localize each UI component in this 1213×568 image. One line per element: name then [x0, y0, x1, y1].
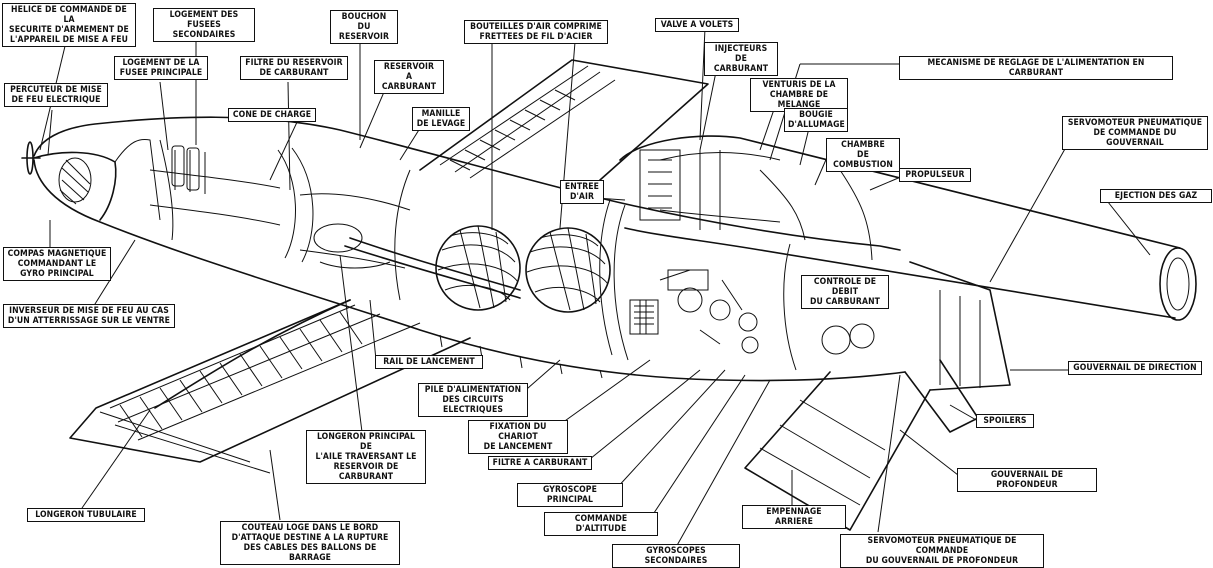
label-reservoir-carburant: RESERVOIR A CARBURANT: [374, 60, 444, 94]
label-fixation-chariot: FIXATION DU CHARIOT DE LANCEMENT: [468, 420, 568, 454]
label-servomoteur-gouvernail: SERVOMOTEUR PNEUMATIQUE DE COMMANDE DU G…: [1062, 116, 1208, 150]
label-cone-charge: CONE DE CHARGE: [228, 108, 316, 122]
label-ejection-gaz: EJECTION DES GAZ: [1100, 189, 1212, 203]
label-gyroscopes-secondaires: GYROSCOPES SECONDAIRES: [612, 544, 740, 568]
label-filtre-carburant: FILTRE A CARBURANT: [488, 456, 592, 470]
label-longeron-principal: LONGERON PRINCIPAL DE L'AILE TRAVERSANT …: [306, 430, 426, 484]
label-mecanisme-reglage: MECANISME DE REGLAGE DE L'ALIMENTATION E…: [899, 56, 1173, 80]
tail-plane: [744, 359, 979, 531]
fuselage: [21, 116, 906, 382]
label-bouchon-reservoir: BOUCHON DU RESERVOIR: [330, 10, 398, 44]
label-logement-fusees-secondaires: LOGEMENT DES FUSEES SECONDAIRES: [153, 8, 255, 42]
label-injecteurs: INJECTEURS DE CARBURANT: [704, 42, 778, 76]
label-venturis: VENTURIS DE LA CHAMBRE DE MELANGE: [750, 78, 848, 112]
label-gyroscope-principal: GYROSCOPE PRINCIPAL: [517, 483, 623, 507]
label-chambre-combustion: CHAMBRE DE COMBUSTION: [826, 138, 900, 172]
label-pile-alimentation: PILE D'ALIMENTATION DES CIRCUITS ELECTRI…: [418, 383, 528, 417]
label-commande-altitude: COMMANDE D'ALTITUDE: [544, 512, 658, 536]
label-bouteilles-air: BOUTEILLES D'AIR COMPRIME FRETTEES DE FI…: [464, 20, 608, 44]
label-bougie-allumage: BOUGIE D'ALLUMAGE: [784, 108, 848, 132]
label-empennage-arriere: EMPENNAGE ARRIERE: [742, 505, 846, 529]
label-gouvernail-profondeur: GOUVERNAIL DE PROFONDEUR: [957, 468, 1097, 492]
label-couteau: COUTEAU LOGE DANS LE BORD D'ATTAQUE DEST…: [220, 521, 400, 565]
label-manille-levage: MANILLE DE LEVAGE: [412, 107, 470, 131]
label-logement-fusee-principale: LOGEMENT DE LA FUSEE PRINCIPALE: [114, 56, 208, 80]
label-valve-volets: VALVE A VOLETS: [655, 18, 739, 32]
label-gouvernail-direction: GOUVERNAIL DE DIRECTION: [1068, 361, 1202, 375]
label-rail-lancement: RAIL DE LANCEMENT: [375, 355, 483, 369]
equipment-bay: [629, 269, 875, 355]
label-entree-air: ENTREE D'AIR: [560, 180, 604, 204]
label-filtre-reservoir: FILTRE DU RESERVOIR DE CARBURANT: [240, 56, 348, 80]
label-helice-commande: HELICE DE COMMANDE DE LA SECURITE D'ARME…: [2, 3, 136, 47]
left-wing: [69, 299, 471, 474]
label-servomoteur-profondeur: SERVOMOTEUR PNEUMATIQUE DE COMMANDE DU G…: [840, 534, 1044, 568]
label-longeron-tubulaire: LONGERON TUBULAIRE: [27, 508, 145, 522]
label-propulseur: PROPULSEUR: [899, 168, 971, 182]
air-bottles: [435, 225, 611, 313]
pulse-jet-engine: [619, 135, 1197, 391]
label-inverseur: INVERSEUR DE MISE DE FEU AU CAS D'UN ATT…: [3, 304, 175, 328]
label-percuteur: PERCUTEUR DE MISE DE FEU ELECTRIQUE: [4, 83, 108, 107]
label-spoilers: SPOILERS: [976, 414, 1034, 428]
label-controle-debit: CONTROLE DE DEBIT DU CARBURANT: [801, 275, 889, 309]
label-compas-magnetique: COMPAS MAGNETIQUE COMMANDANT LE GYRO PRI…: [3, 247, 111, 281]
right-wing: [419, 59, 709, 181]
